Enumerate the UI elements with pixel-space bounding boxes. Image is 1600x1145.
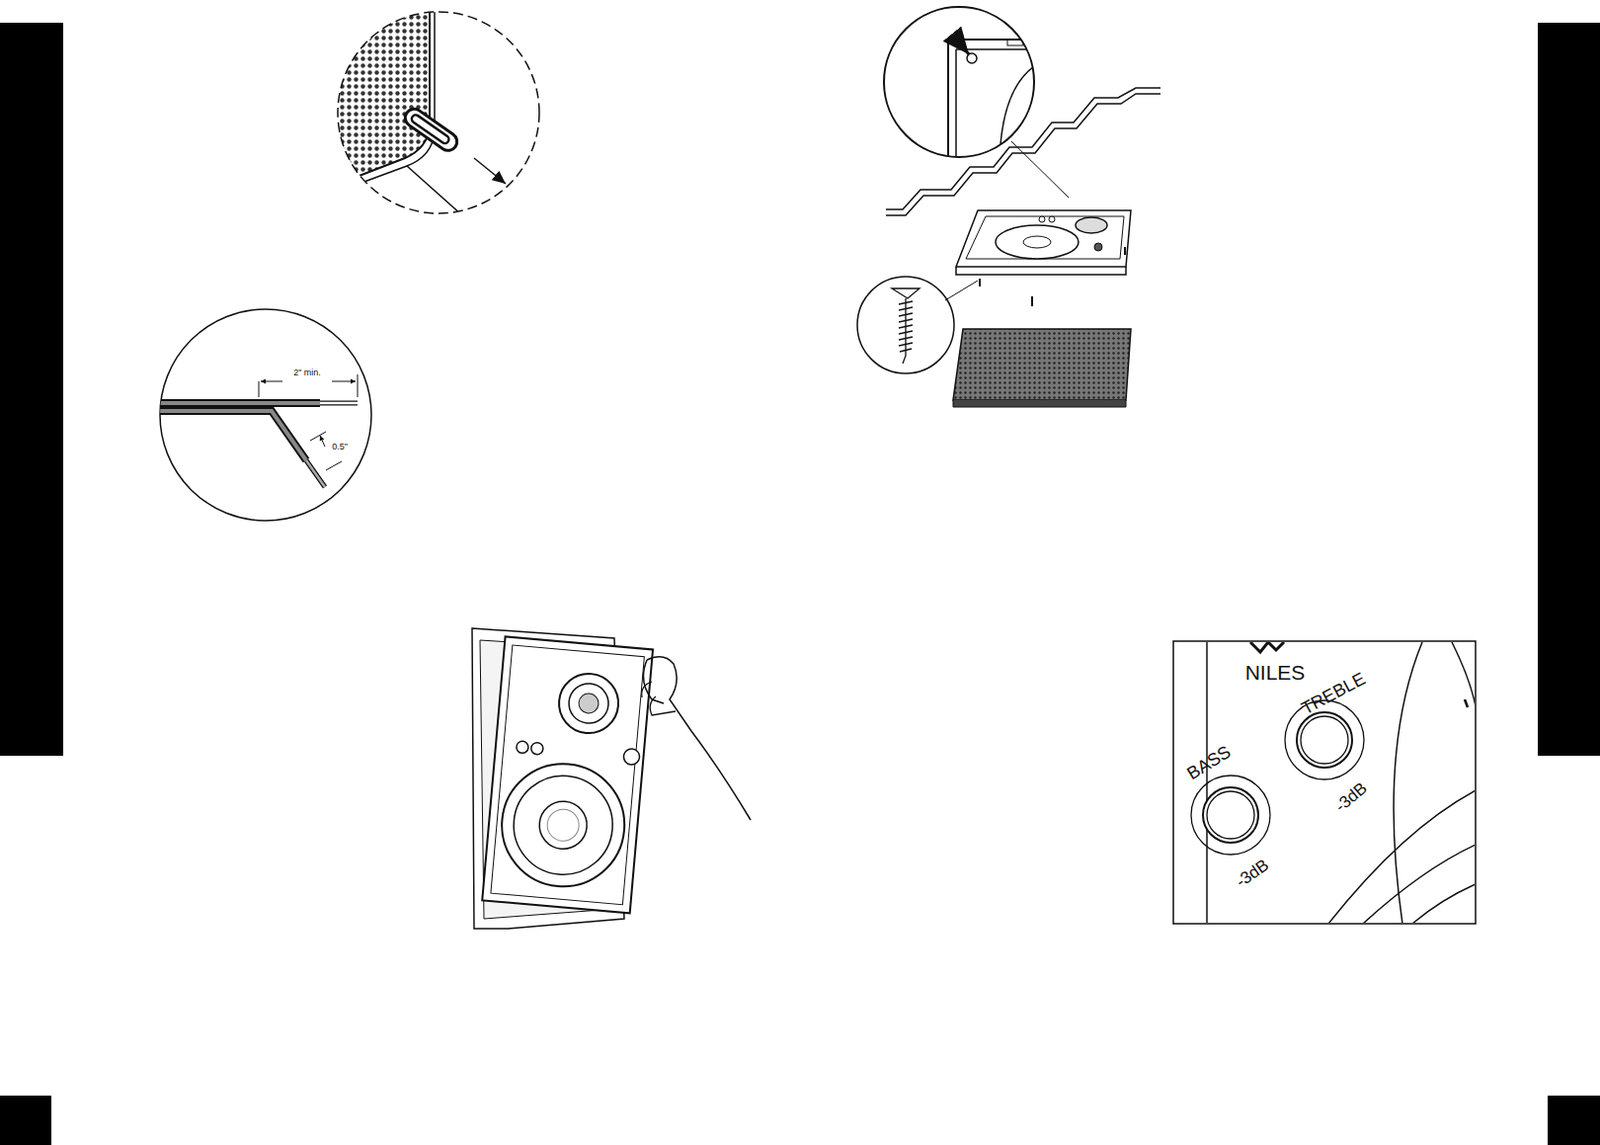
brand-logo-text: NILES [1245,661,1306,683]
dimension-label: 2" min. [292,368,322,378]
dimension-label: 0.5" [330,442,349,452]
